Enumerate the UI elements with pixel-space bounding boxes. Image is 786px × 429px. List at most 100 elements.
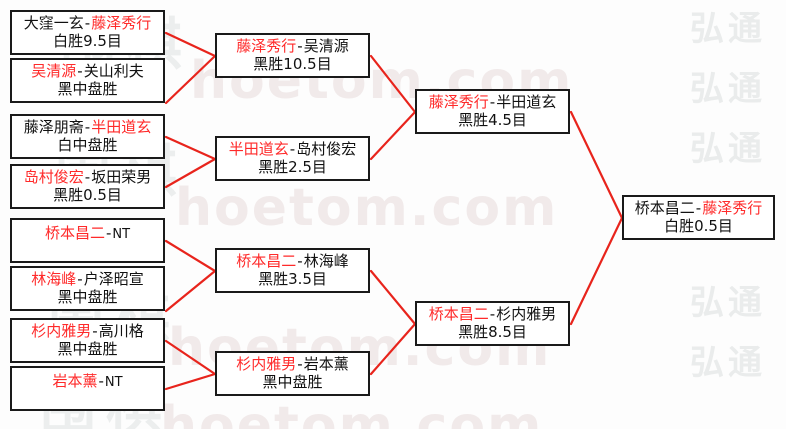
match-players-r2m1: 藤泽秀行-吴清源: [236, 38, 348, 55]
player-right-r1m3: 半田道玄: [91, 118, 152, 137]
match-players-r2m2: 半田道玄-岛村俊宏: [229, 141, 356, 158]
match-players-r3m1: 藤泽秀行-半田道玄: [429, 94, 556, 111]
match-box-r2m4[interactable]: 杉内雅男-岩本薰 黑中盘胜: [215, 351, 370, 396]
watermark-right-lower: 弘通: [690, 283, 766, 323]
player-right-r1m6: 户泽昭宣: [83, 270, 144, 289]
watermark-latin-mid: hoetom.com: [175, 178, 559, 238]
player-right-r2m4: 岩本薰: [303, 355, 349, 374]
match-players-r1m8: 岩本薰-NT: [52, 373, 122, 391]
match-box-r1m1[interactable]: 大窪一玄-藤泽秀行 白胜9.5目: [10, 10, 165, 55]
separator-final: -: [695, 199, 702, 218]
connector-r1m8-to-r2m4: [164, 372, 217, 391]
match-box-r1m3[interactable]: 藤泽朋斋-半田道玄 白中盘胜: [10, 114, 165, 159]
watermark-right-bottom: 弘通: [690, 343, 766, 383]
match-box-r1m2[interactable]: 吴清源-关山利夫 黑中盘胜: [10, 58, 165, 103]
watermark-right-mid: 弘通: [690, 129, 766, 169]
separator-r1m4: -: [84, 168, 91, 187]
player-right-r2m1: 吴清源: [303, 37, 349, 56]
player-left-r2m1: 藤泽秀行: [236, 37, 297, 56]
match-box-r2m3[interactable]: 桥本昌二-林海峰 黑胜3.5目: [215, 248, 370, 293]
connector-r2m4-to-r3m2: [369, 322, 417, 376]
separator-r1m2: -: [77, 62, 83, 81]
connector-r2m3-to-r3m2: [369, 269, 417, 326]
connector-r1m6-to-r2m3: [164, 269, 217, 313]
match-players-r1m7: 杉内雅男-高川格: [31, 323, 143, 340]
separator-r1m5: -: [105, 224, 112, 242]
match-players-r2m4: 杉内雅男-岩本薰: [236, 356, 348, 373]
match-result-r3m2: 黑胜8.5目: [458, 323, 527, 341]
player-left-r2m3: 桥本昌二: [236, 252, 297, 271]
connector-r2m2-to-r3m1: [369, 110, 417, 161]
separator-r2m3: -: [297, 252, 303, 271]
connector-r1m2-to-r2m1: [164, 54, 217, 105]
player-right-r1m8: NT: [104, 375, 123, 390]
match-result-r2m1: 黑胜10.5目: [253, 55, 332, 73]
player-left-r1m5: 桥本昌二: [44, 224, 105, 242]
player-left-r1m1: 大窪一玄: [23, 14, 84, 33]
connector-r1m1-to-r2m1: [164, 31, 217, 58]
match-result-final: 白胜0.5目: [664, 217, 733, 235]
match-box-r1m7[interactable]: 杉内雅男-高川格 黑中盘胜: [10, 318, 165, 363]
connector-r1m7-to-r2m4: [164, 339, 217, 376]
match-box-r3m1[interactable]: 藤泽秀行-半田道玄 黑胜4.5目: [415, 89, 570, 134]
match-players-r1m4: 岛村俊宏-坂田荣男: [24, 169, 151, 186]
connector-r1m3-to-r2m2: [164, 135, 217, 161]
connector-r2m1-to-r3m1: [369, 54, 417, 114]
match-box-r1m8[interactable]: 岩本薰-NT: [10, 366, 165, 411]
match-box-final[interactable]: 桥本昌二-藤泽秀行 白胜0.5目: [622, 195, 775, 240]
watermark-right-top: 弘通: [690, 9, 766, 49]
player-right-r2m2: 岛村俊宏: [296, 140, 357, 159]
match-box-r1m5[interactable]: 桥本昌二-NT: [10, 218, 165, 263]
match-result-r1m3: 白中盘胜: [57, 136, 118, 154]
player-left-r1m3: 藤泽朋斋: [23, 118, 84, 137]
match-players-r3m2: 桥本昌二-杉内雅男: [429, 306, 556, 323]
match-players-r1m6: 林海峰-户泽昭宣: [31, 271, 143, 288]
separator-r2m2: -: [289, 140, 296, 159]
match-result-r1m1: 白胜9.5目: [53, 32, 122, 50]
player-right-r3m1: 半田道玄: [496, 93, 557, 112]
player-left-r1m6: 林海峰: [31, 270, 77, 289]
player-right-r2m3: 林海峰: [303, 252, 349, 271]
separator-r2m4: -: [297, 355, 303, 374]
match-players-r1m3: 藤泽朋斋-半田道玄: [24, 119, 151, 136]
separator-r1m3: -: [84, 118, 91, 137]
match-players-final: 桥本昌二-藤泽秀行: [635, 200, 762, 217]
player-left-r3m2: 桥本昌二: [428, 305, 489, 324]
separator-r3m1: -: [489, 93, 496, 112]
match-result-r2m3: 黑胜3.5目: [258, 270, 327, 288]
match-box-r2m2[interactable]: 半田道玄-岛村俊宏 黑胜2.5目: [215, 136, 370, 181]
match-box-r3m2[interactable]: 桥本昌二-杉内雅男 黑胜8.5目: [415, 301, 570, 346]
separator-r1m8: -: [98, 372, 104, 390]
player-right-r1m4: 坂田荣男: [91, 168, 152, 187]
match-players-r2m3: 桥本昌二-林海峰: [236, 253, 348, 270]
player-right-r1m2: 关山利夫: [83, 62, 144, 81]
match-result-r1m7: 黑中盘胜: [57, 340, 118, 358]
player-left-final: 桥本昌二: [634, 199, 695, 218]
match-result-r2m2: 黑胜2.5目: [258, 158, 327, 176]
connector-r3m1-to-final: [569, 110, 624, 220]
player-left-r2m4: 杉内雅男: [236, 355, 297, 374]
match-players-r1m2: 吴清源-关山利夫: [31, 63, 143, 80]
player-right-r1m5: NT: [112, 227, 131, 242]
separator-r3m2: -: [489, 305, 496, 324]
match-result-r1m2: 黑中盘胜: [57, 80, 118, 98]
player-left-r2m2: 半田道玄: [228, 140, 289, 159]
connector-r1m4-to-r2m2: [164, 157, 217, 189]
player-left-r1m4: 岛村俊宏: [23, 168, 84, 187]
watermark-right-upper: 弘通: [690, 69, 766, 109]
connector-r3m2-to-final: [569, 216, 624, 326]
match-result-r1m6: 黑中盘胜: [57, 288, 118, 306]
player-right-r1m7: 高川格: [98, 322, 144, 341]
match-box-r1m6[interactable]: 林海峰-户泽昭宣 黑中盘胜: [10, 266, 165, 311]
match-result-r3m1: 黑胜4.5目: [458, 111, 527, 129]
connector-r1m5-to-r2m3: [164, 239, 217, 273]
player-right-final: 藤泽秀行: [702, 199, 763, 218]
match-box-r2m1[interactable]: 藤泽秀行-吴清源 黑胜10.5目: [215, 33, 370, 78]
match-players-r1m5: 桥本昌二-NT: [45, 225, 130, 243]
player-right-r3m2: 杉内雅男: [496, 305, 557, 324]
match-box-r1m4[interactable]: 岛村俊宏-坂田荣男 黑胜0.5目: [10, 164, 165, 209]
separator-r1m7: -: [92, 322, 98, 341]
player-left-r1m8: 岩本薰: [52, 372, 98, 390]
player-left-r3m1: 藤泽秀行: [428, 93, 489, 112]
